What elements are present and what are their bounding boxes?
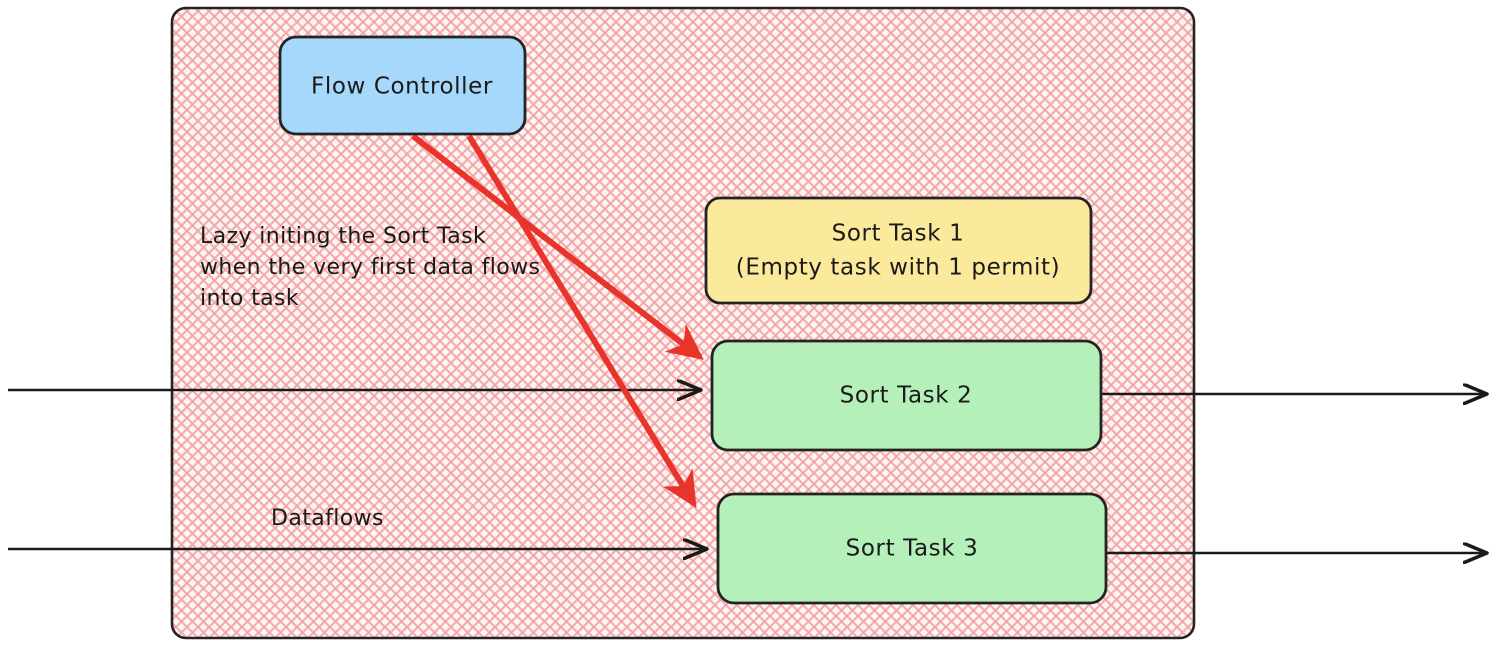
dataflow-edges [8, 390, 1486, 553]
node-sort-task-3[interactable]: Sort Task 3 [716, 492, 1108, 605]
task-container-rect [170, 6, 1196, 640]
lazy-init-note: Lazy initing the Sort Task when the very… [200, 224, 540, 311]
lazy-init-note-line-2: when the very first data flows [200, 255, 540, 280]
node-sort-task-1[interactable]: Sort Task 1 (Empty task with 1 permit) [704, 196, 1093, 305]
dataflows-label: Dataflows [271, 506, 384, 531]
init-arrow-task3-line [466, 134, 697, 509]
sort-task-2-label: Sort Task 2 [840, 383, 973, 409]
task-container [170, 6, 1196, 640]
sort-task-2-box[interactable] [710, 339, 1103, 452]
dataflows-label-text: Dataflows [271, 506, 384, 531]
node-flow-controller[interactable]: Flow Controller [278, 35, 527, 136]
sort-task-3-label: Sort Task 3 [846, 536, 979, 562]
flow-controller-label: Flow Controller [311, 74, 493, 100]
lazy-init-note-line-3: into task [200, 286, 299, 311]
sort-task-1-subtitle: (Empty task with 1 permit) [736, 255, 1060, 281]
node-sort-task-2[interactable]: Sort Task 2 [710, 339, 1103, 452]
flow-controller-box[interactable] [278, 35, 527, 136]
sort-task-3-box[interactable] [716, 492, 1108, 605]
sort-task-1-box[interactable] [704, 196, 1093, 305]
init-arrow-task2-line [411, 133, 704, 360]
sort-task-1-title: Sort Task 1 [832, 221, 965, 247]
init-edges [411, 133, 704, 509]
lazy-init-note-line-1: Lazy initing the Sort Task [200, 224, 486, 249]
